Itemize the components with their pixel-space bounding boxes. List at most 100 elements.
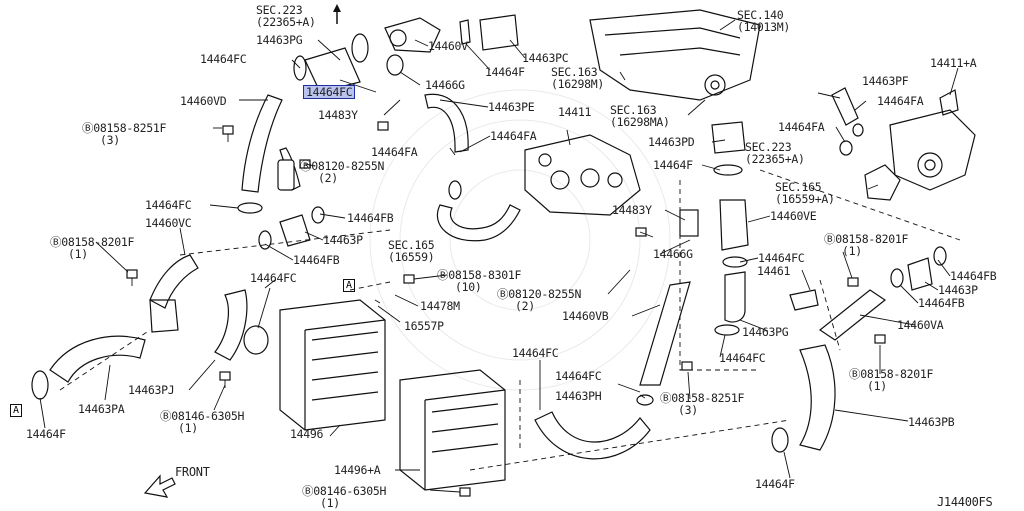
label-14464F-bottom-right[interactable]: 14464F	[755, 477, 795, 491]
label-14464FC-6[interactable]: 14464FC	[719, 351, 766, 365]
label-sec165: SEC.165	[388, 238, 435, 252]
label-14464FC-3[interactable]: 14464FC	[758, 251, 805, 265]
label-sec163-b: SEC.163	[610, 103, 657, 117]
label-bolt-08158-8201F-b-qty: (1)	[842, 244, 862, 258]
label-14464F-bottom-left[interactable]: 14464F	[26, 427, 66, 441]
hose-14463PJ	[214, 289, 269, 361]
label-14464FA-right2[interactable]: 14464FA	[778, 120, 825, 134]
label-16557P[interactable]: 16557P	[404, 319, 444, 333]
label-14464FC-7[interactable]: 14464FC	[555, 369, 602, 383]
label-bolt-08158-8201F-b[interactable]: Ⓑ08158-8201F	[824, 232, 909, 246]
label-14463PC[interactable]: 14463PC	[522, 51, 569, 65]
pipe-14460VA	[818, 289, 887, 341]
label-14463PE[interactable]: 14463PE	[488, 100, 535, 114]
label-14464FC-1[interactable]: 14464FC	[200, 52, 247, 66]
label-bolt-08146-6305H-b-qty: (1)	[320, 496, 340, 510]
bolt-icon	[403, 274, 415, 284]
label-14464FB-4[interactable]: 14464FB	[918, 296, 965, 310]
circled-b-icon: Ⓑ	[82, 121, 94, 135]
label-sec223-right: SEC.223	[745, 140, 792, 154]
label-14460V[interactable]: 14460V	[428, 39, 468, 53]
label-bolt-08146-6305H-a[interactable]: Ⓑ08146-6305H	[160, 409, 245, 423]
circled-b-icon: Ⓑ	[302, 484, 314, 498]
diagram-code: J14400FS	[937, 495, 993, 509]
label-sec223-top-ref: (22365+A)	[256, 15, 316, 29]
bolt-icon	[219, 371, 231, 388]
label-14496A[interactable]: 14496+A	[334, 463, 381, 477]
label-14463PG-top[interactable]: 14463PG	[256, 33, 303, 47]
bolt-icon	[126, 269, 138, 286]
circled-b-icon: Ⓑ	[849, 367, 861, 381]
label-14464FB-3[interactable]: 14464FB	[950, 269, 997, 283]
label-14463PD[interactable]: 14463PD	[648, 135, 695, 149]
label-14464FC-5[interactable]: 14464FC	[512, 346, 559, 360]
label-bolt-08158-8251F-b[interactable]: Ⓑ08158-8251F	[660, 391, 745, 405]
section-marker-a-left: A	[10, 404, 22, 417]
hose-14463P-right	[890, 246, 947, 291]
label-bolt-08146-6305H-b[interactable]: Ⓑ08146-6305H	[302, 484, 387, 498]
label-14483Y-1[interactable]: 14483Y	[318, 108, 358, 122]
circled-b-icon: Ⓑ	[497, 287, 509, 301]
bolt-icon	[222, 125, 234, 142]
turbo-14411	[524, 134, 641, 216]
label-sec163-a: SEC.163	[551, 65, 598, 79]
label-14463PH[interactable]: 14463PH	[555, 389, 602, 403]
label-14464FC-4[interactable]: 14464FC	[250, 271, 297, 285]
label-bolt-08158-8301F-qty: (10)	[455, 280, 482, 294]
label-14461[interactable]: 14461	[757, 264, 791, 278]
label-14460VA[interactable]: 14460VA	[897, 318, 944, 332]
label-14464FB-2[interactable]: 14464FB	[293, 253, 340, 267]
label-14464FA-right[interactable]: 14464FA	[877, 94, 924, 108]
label-bolt-08158-8251F-b-qty: (3)	[678, 403, 698, 417]
label-bolt-08120-8255N-b-qty: (2)	[515, 299, 535, 313]
label-14466G-top[interactable]: 14466G	[425, 78, 465, 92]
hose-14463PC	[459, 14, 519, 51]
label-bolt-08120-8255N-a[interactable]: Ⓑ08120-8255N	[300, 159, 385, 173]
label-14464FA-center2[interactable]: 14464FA	[371, 145, 418, 159]
hose-14463PF	[831, 87, 864, 156]
label-14463PJ[interactable]: 14463PJ	[128, 383, 175, 397]
label-14464FB-1[interactable]: 14464FB	[347, 211, 394, 225]
circled-b-icon: Ⓑ	[824, 232, 836, 246]
label-14464FA-center[interactable]: 14464FA	[490, 129, 537, 143]
label-14466G-2[interactable]: 14466G	[653, 247, 693, 261]
label-sec165-right: SEC.165	[775, 180, 822, 194]
label-14460VD[interactable]: 14460VD	[180, 94, 227, 108]
label-bolt-08158-8201F-c[interactable]: Ⓑ08158-8201F	[849, 367, 934, 381]
label-sec165-ref: (16559)	[388, 250, 435, 264]
label-14411A[interactable]: 14411+A	[930, 56, 977, 70]
label-bolt-08120-8255N-a-qty: (2)	[318, 171, 338, 185]
label-14463PF[interactable]: 14463PF	[862, 74, 909, 88]
label-bolt-08120-8255N-b[interactable]: Ⓑ08120-8255N	[497, 287, 582, 301]
label-14463PA[interactable]: 14463PA	[78, 402, 125, 416]
label-bolt-08158-8301F[interactable]: Ⓑ08158-8301F	[437, 268, 522, 282]
label-14463P-2[interactable]: 14463P	[938, 283, 978, 297]
label-sec140-ref: (14013M)	[737, 20, 790, 34]
label-bolt-08158-8201F-a[interactable]: Ⓑ08158-8201F	[50, 235, 135, 249]
circled-b-icon: Ⓑ	[160, 409, 172, 423]
label-bolt-08146-6305H-a-qty: (1)	[178, 421, 198, 435]
label-14463PB[interactable]: 14463PB	[908, 415, 955, 429]
leader-lines	[39, 19, 959, 493]
label-14460VC[interactable]: 14460VC	[145, 216, 192, 230]
label-14463PG-2[interactable]: 14463PG	[742, 325, 789, 339]
label-14411[interactable]: 14411	[558, 105, 592, 119]
label-14464FC-highlighted[interactable]: 14464FC	[302, 85, 356, 99]
label-14463P-1[interactable]: 14463P	[323, 233, 363, 247]
label-14464FC-2[interactable]: 14464FC	[145, 198, 192, 212]
label-14483Y-2[interactable]: 14483Y	[612, 203, 652, 217]
label-14460VE[interactable]: 14460VE	[770, 209, 817, 223]
label-14464F-right[interactable]: 14464F	[653, 158, 693, 172]
label-bolt-08158-8251F-a[interactable]: Ⓑ08158-8251F	[82, 121, 167, 135]
label-sec223-right-ref: (22365+A)	[745, 152, 805, 166]
hose-14463PG-low	[714, 256, 748, 336]
label-14460VB[interactable]: 14460VB	[562, 309, 609, 323]
bolt-icon	[874, 334, 886, 344]
label-sec140: SEC.140	[737, 8, 784, 22]
label-14478M[interactable]: 14478M	[420, 299, 460, 313]
label-14464F-top[interactable]: 14464F	[485, 65, 525, 79]
hose-14463PG-top	[304, 33, 369, 93]
pipe-14460VB	[636, 281, 691, 406]
label-14496[interactable]: 14496	[290, 427, 324, 441]
